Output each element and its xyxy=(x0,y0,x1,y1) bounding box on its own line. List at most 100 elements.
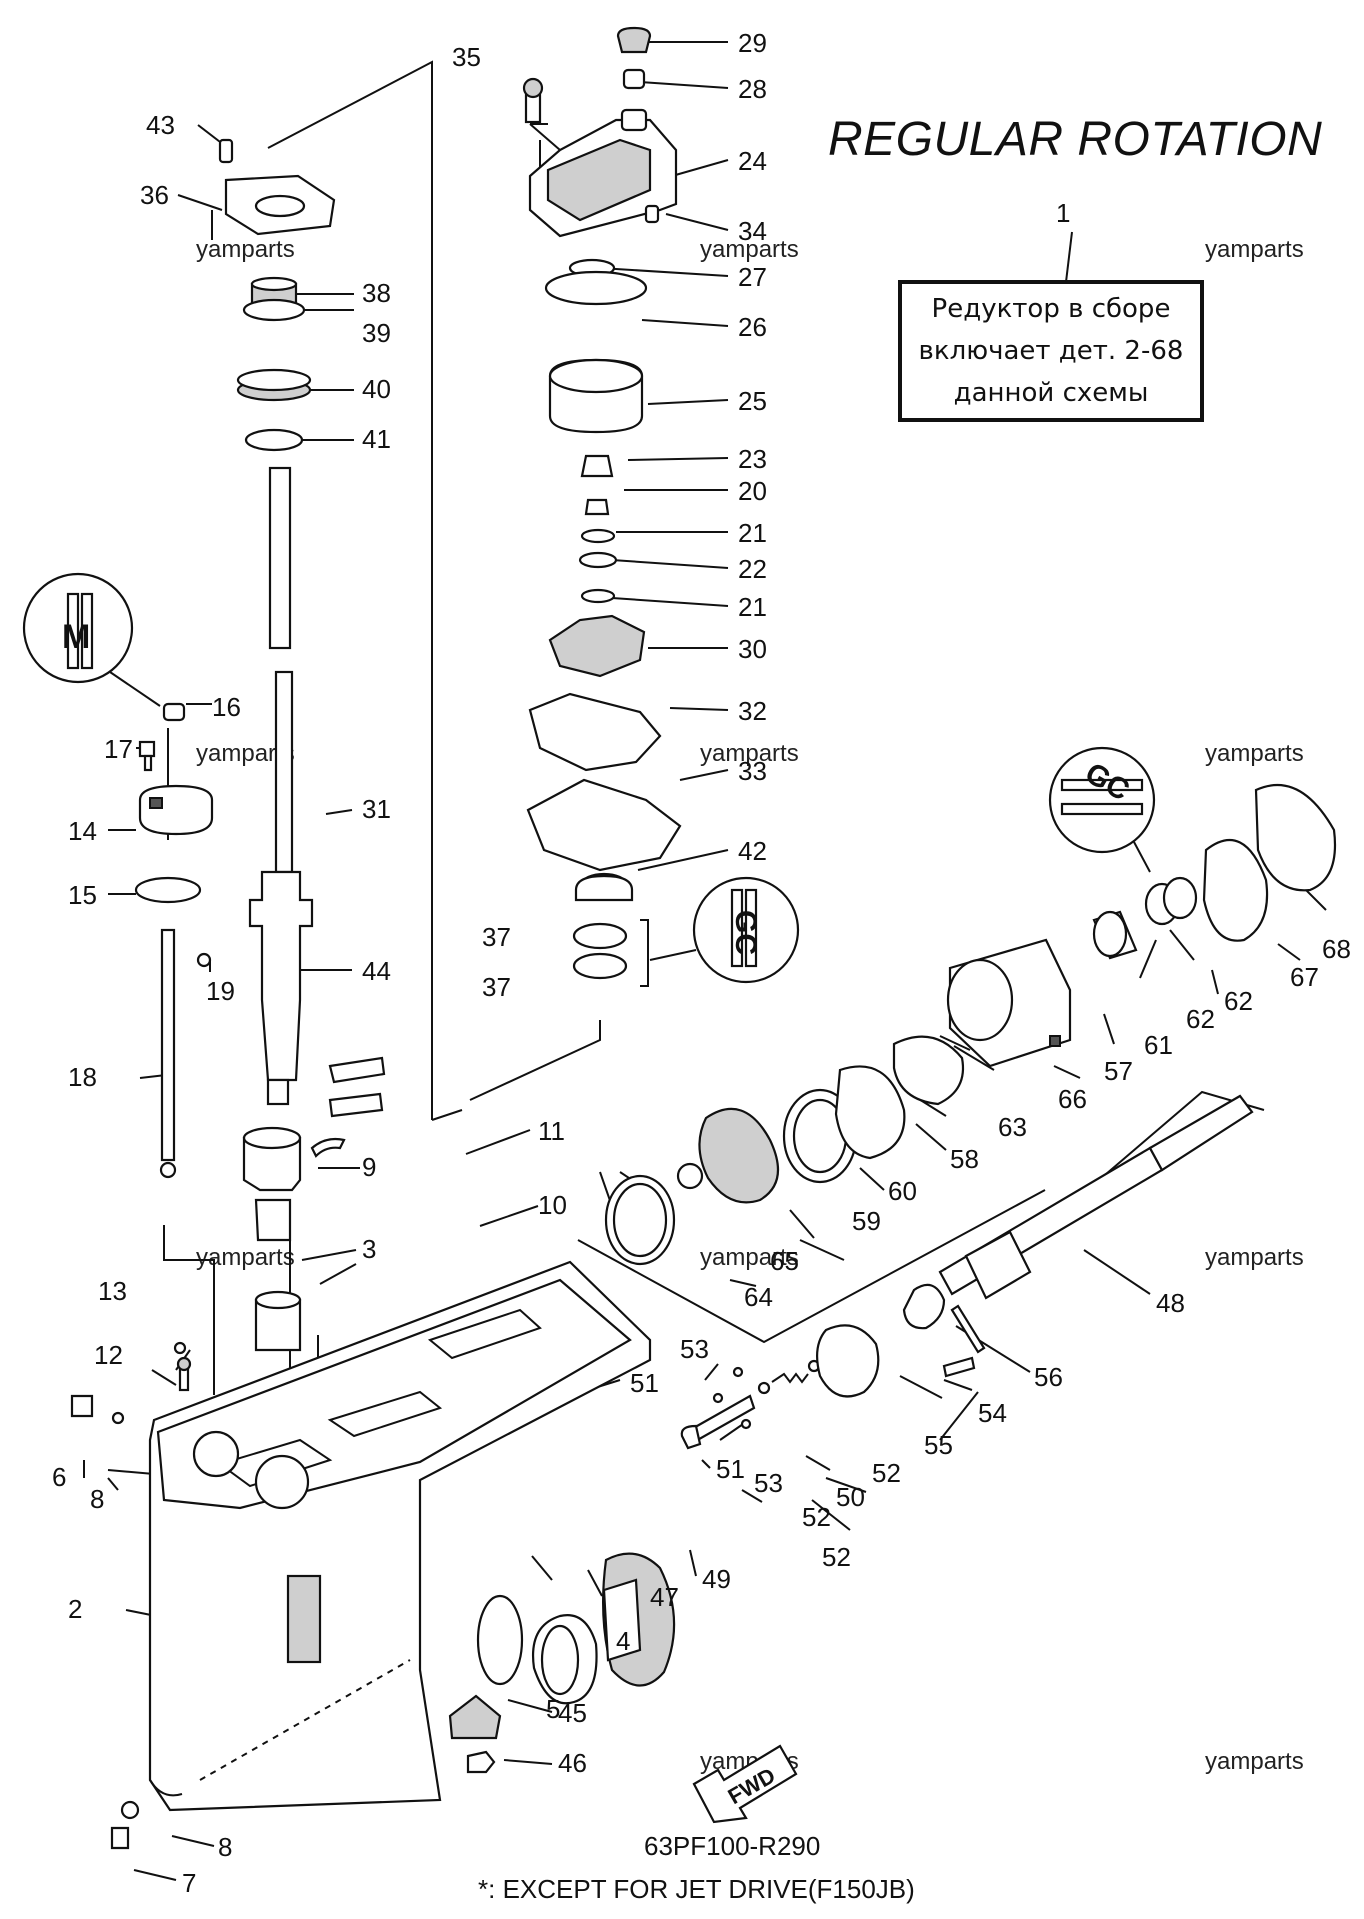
part-number: 38 xyxy=(362,278,391,308)
part-number: 16 xyxy=(212,692,241,722)
part-number: 21 xyxy=(738,592,767,622)
part-number: 62 xyxy=(1224,986,1253,1016)
part-number: 2 xyxy=(68,1594,82,1624)
part-number: 62 xyxy=(1186,1004,1215,1034)
part-number: 40 xyxy=(362,374,391,404)
sealant-callout-gc xyxy=(1048,746,1156,854)
part-number: 49 xyxy=(702,1564,731,1594)
part-number: 28 xyxy=(738,74,767,104)
part-number: 63 xyxy=(998,1112,1027,1142)
part-number: 23 xyxy=(738,444,767,474)
part-number: 54 xyxy=(978,1398,1007,1428)
part-number: 43 xyxy=(146,110,175,140)
part-number: 8 xyxy=(218,1832,232,1862)
assembly-note-box: Редуктор в сборе включает дет. 2-68 данн… xyxy=(898,280,1204,422)
part-number: 20 xyxy=(738,476,767,506)
watermark: yamparts xyxy=(700,236,799,263)
watermark: yamparts xyxy=(196,1244,295,1271)
part-number: 26 xyxy=(738,312,767,342)
part-number: 35 xyxy=(452,42,481,72)
part-number: 58 xyxy=(950,1144,979,1174)
part-number: 19 xyxy=(206,976,235,1006)
part-number: 46 xyxy=(558,1748,587,1778)
sealant-mark-gc: GC xyxy=(729,910,762,955)
part-number: 53 xyxy=(680,1334,709,1364)
footnote: *: EXCEPT FOR JET DRIVE(F150JB) xyxy=(478,1874,915,1904)
part-number: 52 xyxy=(872,1458,901,1488)
part-number: 48 xyxy=(1156,1288,1185,1318)
watermark: yamparts xyxy=(1205,740,1304,767)
shift-rod-18 xyxy=(159,928,177,1179)
watermark: yamparts xyxy=(1205,1748,1304,1775)
part-number: 45 xyxy=(558,1698,587,1728)
part-number: 30 xyxy=(738,634,767,664)
part-number: 64 xyxy=(744,1282,773,1312)
part-number: 52 xyxy=(802,1502,831,1532)
propeller-shaft-48 xyxy=(938,1094,1254,1300)
part-number: 9 xyxy=(362,1152,376,1182)
watermark: yamparts xyxy=(700,740,799,767)
gear-case-housing-2 xyxy=(148,1260,652,1812)
part-number: 56 xyxy=(1034,1362,1063,1392)
part-number: 55 xyxy=(924,1430,953,1460)
water-pump-group xyxy=(522,26,682,987)
part-number: 15 xyxy=(68,880,97,910)
part-number: 4 xyxy=(616,1626,630,1656)
part-number: 61 xyxy=(1144,1030,1173,1060)
drive-shaft-44 xyxy=(248,466,314,1106)
part-number: 24 xyxy=(738,146,767,176)
part-number: 65 xyxy=(770,1246,799,1276)
part-number: 42 xyxy=(738,836,767,866)
forward-direction-arrow: FWD xyxy=(692,1744,798,1824)
part-number-1: 1 xyxy=(1056,198,1070,228)
watermark: yamparts xyxy=(1205,1244,1304,1271)
part-number: 6 xyxy=(52,1462,66,1492)
assembly-leader xyxy=(1065,231,1073,283)
part-number: 68 xyxy=(1322,934,1351,964)
watermark: yamparts xyxy=(700,1244,799,1271)
part-number: 47 xyxy=(650,1582,679,1612)
part-number: 7 xyxy=(182,1868,196,1898)
assembly-note-line: Редуктор в сборе xyxy=(931,294,1171,324)
part-number: 8 xyxy=(90,1484,104,1514)
part-number: 44 xyxy=(362,956,391,986)
part-number-labels: 29 28 35 24 34 27 26 25 23 20 21 22 21 3… xyxy=(52,28,1351,1898)
part-number: 18 xyxy=(68,1062,97,1092)
assembly-note-line: включает дет. 2-68 xyxy=(918,336,1184,366)
part-number: 5 xyxy=(546,1694,560,1724)
part-number: 33 xyxy=(738,756,767,786)
part-number: 27 xyxy=(738,262,767,292)
sealant-mark-m: M xyxy=(62,618,90,656)
part-number: 57 xyxy=(1104,1056,1133,1086)
right-gear-cluster xyxy=(604,783,1336,1266)
part-number: 34 xyxy=(738,216,767,246)
part-number: 32 xyxy=(738,696,767,726)
part-number: 41 xyxy=(362,424,391,454)
part-number: 10 xyxy=(538,1190,567,1220)
watermark: yamparts xyxy=(1205,236,1304,263)
part-number: 31 xyxy=(362,794,391,824)
part-number: 17 xyxy=(104,734,133,764)
part-number: 11 xyxy=(538,1116,565,1146)
part-number: 52 xyxy=(822,1542,851,1572)
lower-center-parts xyxy=(448,1283,986,1774)
part-number: 3 xyxy=(362,1234,376,1264)
part-number: 13 xyxy=(98,1276,127,1306)
part-number: 29 xyxy=(738,28,767,58)
part-number: 53 xyxy=(754,1468,783,1498)
diagram-code: 63PF100-R290 xyxy=(644,1831,821,1861)
assembly-note-line: данной схемы xyxy=(953,378,1149,408)
part-number: 50 xyxy=(836,1482,865,1512)
part-number: 36 xyxy=(140,180,169,210)
part-number: 12 xyxy=(94,1340,123,1370)
left-small-parts xyxy=(70,138,386,1850)
part-number: 60 xyxy=(888,1176,917,1206)
part-number: 14 xyxy=(68,816,97,846)
part-number: 51 xyxy=(630,1368,659,1398)
part-number: 39 xyxy=(362,318,391,348)
part-number: 37 xyxy=(482,972,511,1002)
sealant-callouts: M GC GC xyxy=(22,572,1156,984)
part-number: 21 xyxy=(738,518,767,548)
part-number: 25 xyxy=(738,386,767,416)
